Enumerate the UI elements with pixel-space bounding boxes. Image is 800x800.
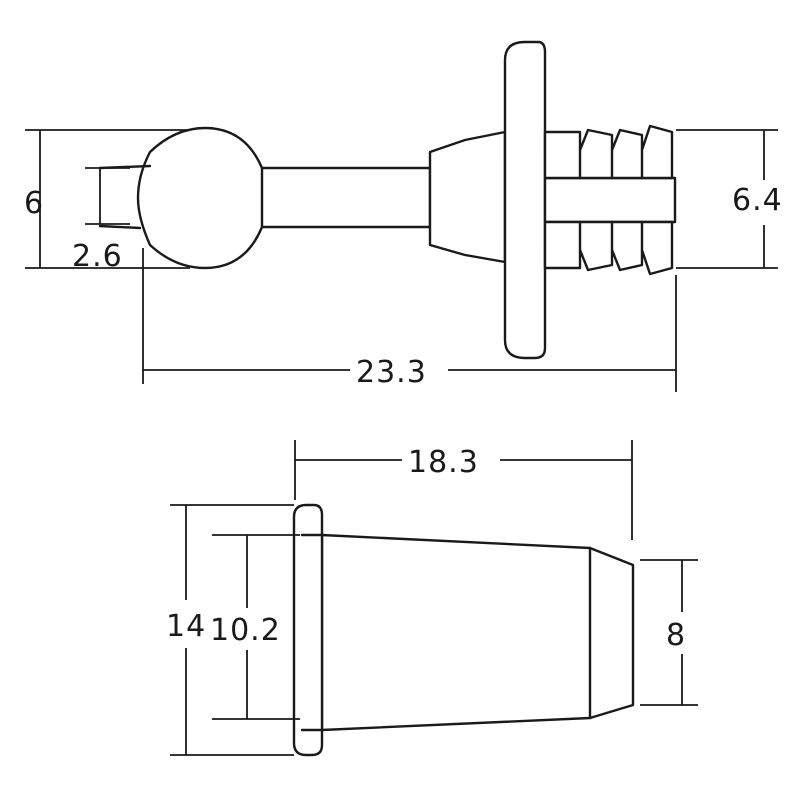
- dim-barb: 6.4: [676, 129, 783, 269]
- dim-barb-label: 6.4: [732, 183, 783, 218]
- dim-neck-label: 2.6: [72, 239, 123, 274]
- dim-tip: 8: [640, 559, 698, 706]
- plug-flange: [292, 503, 324, 757]
- ball: [136, 126, 264, 270]
- dim-overall-length: 23.3: [142, 248, 677, 392]
- dim-ball-height-label: 6: [24, 186, 44, 221]
- barb-core: [543, 176, 677, 224]
- dim-ball-height: 6: [24, 129, 190, 269]
- barb-grooves: [578, 148, 644, 252]
- dim-length: 18.3: [294, 440, 633, 540]
- dim-neck: 2.6: [72, 167, 130, 274]
- dim-flange-inner: 10.2: [210, 534, 300, 720]
- flange-plate: [503, 40, 547, 360]
- dim-overall-length-label: 23.3: [356, 355, 427, 390]
- tapered-collar: [428, 130, 507, 264]
- plug-body: [320, 533, 635, 732]
- dim-flange-height-label: 14: [166, 609, 206, 644]
- dim-tip-label: 8: [666, 618, 686, 653]
- dim-flange-inner-label: 10.2: [210, 613, 281, 648]
- plug-flange-lip: [300, 533, 324, 732]
- top-view: 6 2.6 23.3 6.4: [24, 40, 783, 392]
- barb-rings: [543, 124, 674, 180]
- shaft: [256, 166, 432, 229]
- bottom-view: 18.3 14 10.2 8: [166, 440, 698, 757]
- dim-flange-height: 14: [166, 504, 294, 756]
- dim-length-label: 18.3: [408, 445, 479, 480]
- barb-rings-lower: [543, 220, 674, 276]
